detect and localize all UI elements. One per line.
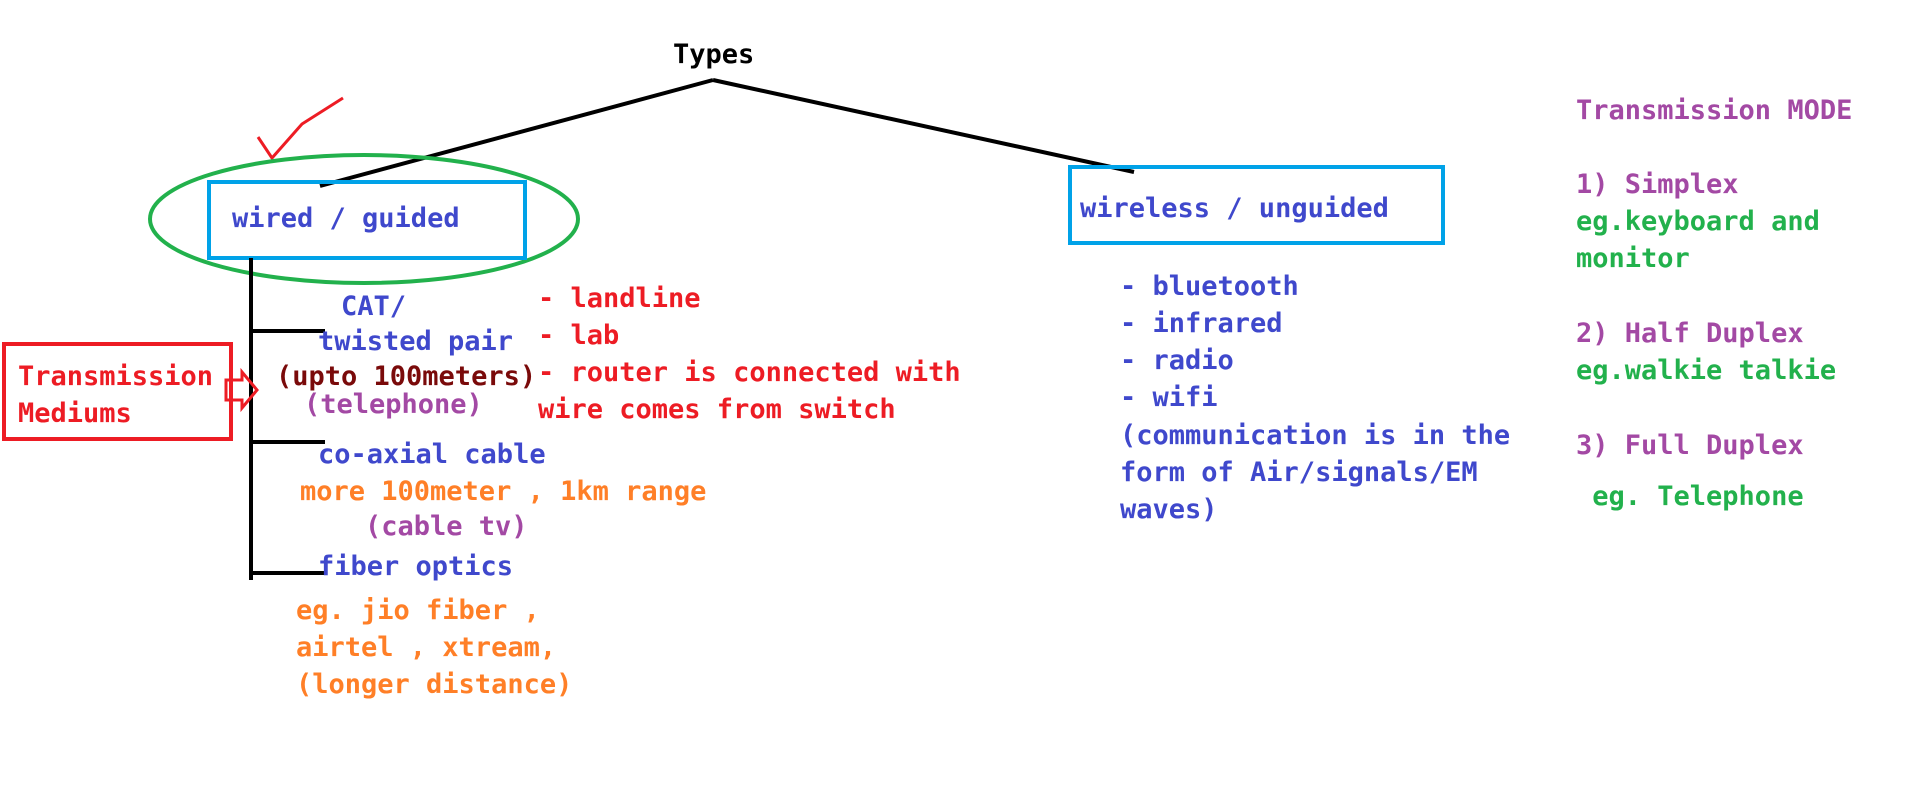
wired-use-item: - router is connected with xyxy=(538,357,961,388)
wired-use-item: wire comes from switch xyxy=(538,394,896,425)
mode-example-simplex: eg.keyboard and monitor xyxy=(1576,203,1820,277)
twisted-pair-line2: twisted pair xyxy=(318,326,514,357)
wireless-box-outline xyxy=(1068,165,1445,245)
wireless-item: - radio xyxy=(1120,345,1234,376)
fiber-example-line: (longer distance) xyxy=(296,669,573,700)
mode-example-half-duplex: eg.walkie talkie xyxy=(1576,355,1837,386)
twisted-pair-line1: CAT/ xyxy=(341,291,407,322)
wireless-title: wireless / unguided xyxy=(1080,193,1389,224)
arrow-right-icon xyxy=(224,367,259,413)
root-label: Types xyxy=(673,39,755,70)
wireless-note: (communication is in the form of Air/sig… xyxy=(1120,417,1510,528)
modes-title: Transmission MODE xyxy=(1576,95,1853,126)
coaxial-example: (cable tv) xyxy=(365,511,528,542)
wireless-item: - wifi xyxy=(1120,382,1218,413)
mediums-label-line: Transmission xyxy=(18,361,214,392)
coaxial-range: more 100meter , 1km range xyxy=(300,476,707,507)
mode-name-full-duplex: 3) Full Duplex xyxy=(1576,430,1804,461)
wireless-note-line: waves) xyxy=(1120,494,1218,525)
check-mark-icon xyxy=(256,96,344,161)
fiber-title: fiber optics xyxy=(318,551,514,582)
mediums-label-line: Mediums xyxy=(18,398,132,429)
wireless-items-list: - bluetooth - infrared - radio - wifi xyxy=(1120,268,1299,416)
wired-title: wired / guided xyxy=(232,203,460,234)
mode-name-half-duplex: 2) Half Duplex xyxy=(1576,318,1804,349)
fiber-example-line: airtel , xtream, xyxy=(296,632,557,663)
branch-line-wireless xyxy=(712,78,1135,174)
wired-box-outline xyxy=(207,180,527,260)
mode-example-full-duplex: eg. Telephone xyxy=(1576,481,1804,512)
twisted-pair-example: (telephone) xyxy=(304,389,483,420)
highlight-ellipse xyxy=(148,153,580,285)
branch-line-wired xyxy=(319,78,714,188)
wireless-item: - bluetooth xyxy=(1120,271,1299,302)
fiber-example-line: eg. jio fiber , xyxy=(296,595,540,626)
mode-name-simplex: 1) Simplex xyxy=(1576,169,1739,200)
mode-example-line: monitor xyxy=(1576,243,1690,274)
mode-example-line: eg.keyboard and xyxy=(1576,206,1820,237)
wireless-item: - infrared xyxy=(1120,308,1283,339)
mediums-box-outline xyxy=(2,342,233,441)
fiber-examples: eg. jio fiber , airtel , xtream, (longer… xyxy=(296,592,572,703)
wired-use-item: - lab xyxy=(538,320,620,351)
wireless-note-line: (communication is in the xyxy=(1120,420,1511,451)
wireless-note-line: form of Air/signals/EM xyxy=(1120,457,1478,488)
twisted-pair-range: (upto 100meters) xyxy=(276,361,537,392)
wired-use-item: - landline xyxy=(538,283,701,314)
coaxial-title: co-axial cable xyxy=(318,439,546,470)
wired-uses-list: - landline - lab - router is connected w… xyxy=(538,280,961,428)
mediums-label: Transmission Mediums xyxy=(18,358,213,432)
